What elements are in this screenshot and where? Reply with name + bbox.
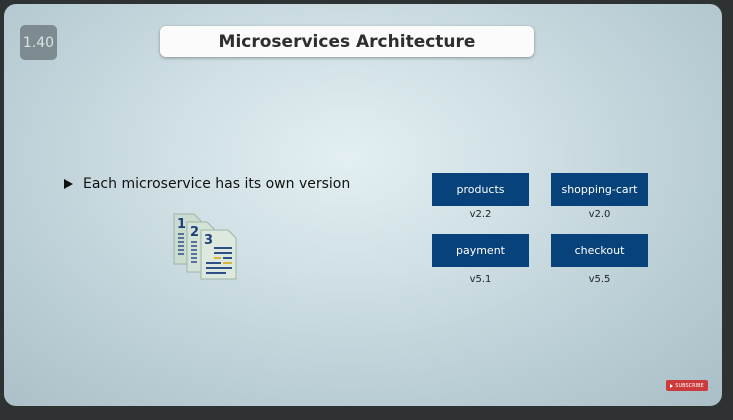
subscribe-label: SUBSCRIBE <box>675 382 704 389</box>
bottom-bar <box>0 406 733 420</box>
subscribe-button[interactable]: SUBSCRIBE <box>666 380 708 391</box>
svg-text:2: 2 <box>190 225 199 240</box>
slide-number-badge: 1.40 <box>20 25 57 60</box>
slide: 1.40 Microservices Architecture Each mic… <box>4 4 722 406</box>
play-icon <box>670 383 674 388</box>
slide-title: Microservices Architecture <box>160 26 534 57</box>
service-box-shopping-cart: shopping-cart <box>551 173 648 206</box>
bullet-point: Each microservice has its own version <box>64 176 350 192</box>
svg-text:3: 3 <box>204 233 213 248</box>
service-box-products: products <box>432 173 529 206</box>
service-box-checkout: checkout <box>551 234 648 267</box>
service-version-shopping-cart: v2.0 <box>588 209 611 220</box>
service-version-payment: v5.1 <box>469 274 492 285</box>
service-version-checkout: v5.5 <box>588 274 611 285</box>
bullet-triangle-icon <box>64 179 73 189</box>
service-version-products: v2.2 <box>469 209 492 220</box>
svg-text:1: 1 <box>177 217 186 232</box>
bullet-text: Each microservice has its own version <box>83 176 351 192</box>
numbered-documents-icon: 1 2 3 <box>173 213 237 280</box>
service-box-payment: payment <box>432 234 529 267</box>
